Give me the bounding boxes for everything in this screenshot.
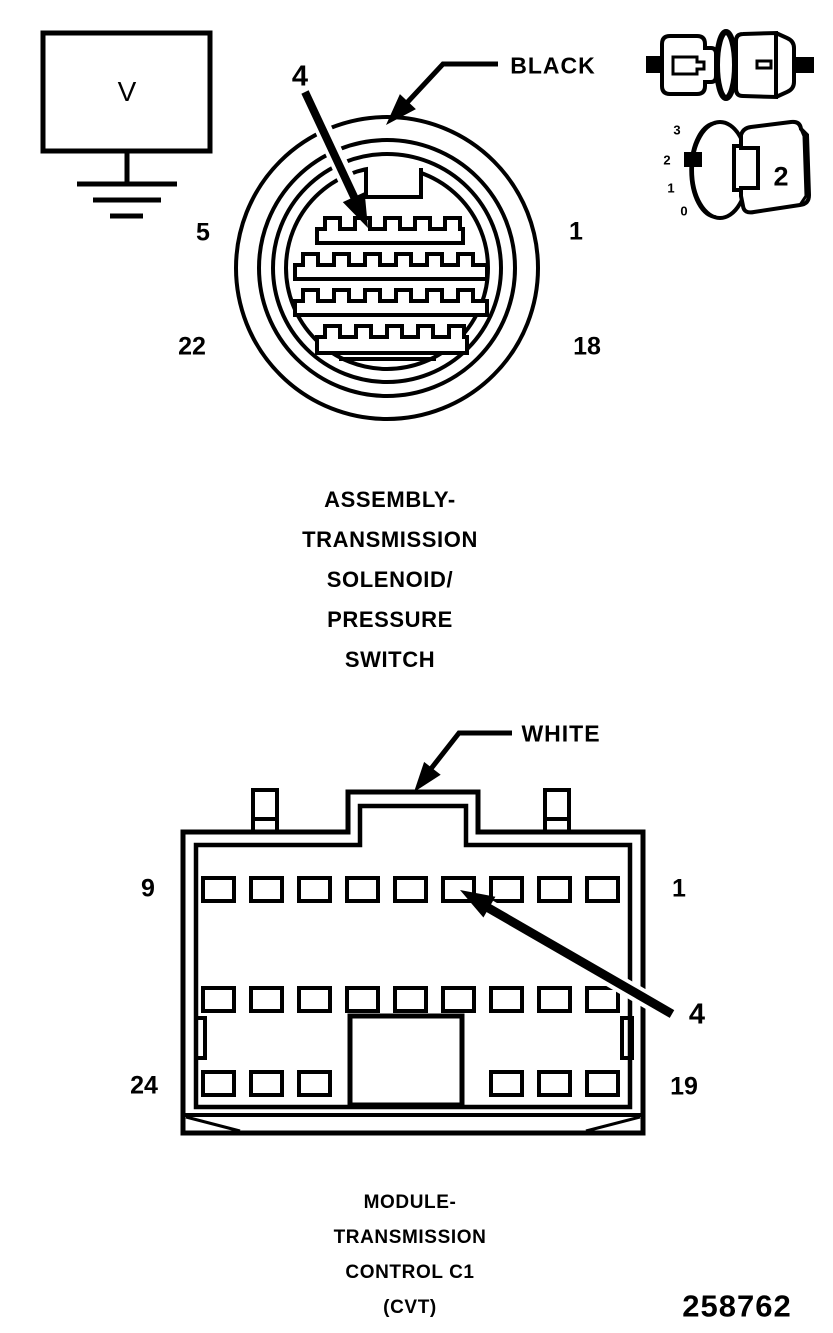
caption-line: PRESSURE: [327, 607, 453, 632]
connector-pair-icon: [646, 29, 814, 101]
terminal-row-4: [315, 324, 469, 355]
white-wire-arrow: [414, 730, 512, 792]
probe-position-tool-icon: [684, 119, 812, 220]
caption-line: TRANSMISSION: [333, 1227, 487, 1248]
tool-tick-1: 1: [667, 180, 675, 196]
caption-line: (CVT): [383, 1297, 437, 1318]
caption-line: SOLENOID/: [326, 567, 454, 592]
terminal-row-2: [293, 252, 489, 281]
tool-wedge-icon: [739, 119, 812, 215]
keyway-notch: [364, 168, 423, 199]
tool-disc-notch-mask: [731, 145, 753, 193]
pin-label-22: 22: [178, 332, 206, 361]
voltmeter-label: V: [117, 76, 137, 107]
side-notch-right: [620, 1016, 634, 1060]
pin-label-18: 18: [573, 332, 601, 361]
terminal-4-arrow-top: [301, 90, 368, 228]
seal-ring-icon: [714, 29, 738, 101]
tool-wedge-edge: [798, 128, 808, 206]
keyway-mask: [368, 161, 419, 195]
wire-color-label-black: BLACK: [510, 52, 596, 79]
tool-scale-marker: [684, 152, 702, 167]
pin-label-19: 19: [670, 1072, 698, 1101]
figure-number: 258762: [682, 1288, 792, 1324]
connector-ring-2: [257, 138, 517, 398]
housing-base: [185, 1113, 641, 1133]
socket-back-icon: [775, 31, 796, 99]
terminal-callout-bottom: 4: [688, 998, 706, 1031]
terminal-row-3: [293, 288, 489, 317]
connector-ring-3: [271, 152, 503, 384]
rect-connector: [180, 730, 675, 1136]
tool-value-label: 2: [773, 161, 789, 192]
pin-label-5: 5: [196, 218, 210, 247]
tool-tick-2: 2: [663, 152, 671, 168]
terminal-callout-top: 4: [291, 60, 309, 93]
caption-line: TRANSMISSION: [302, 527, 478, 552]
plug-terminal-icon: [671, 55, 706, 76]
top-connector-caption: ASSEMBLY- TRANSMISSION SOLENOID/ PRESSUR…: [190, 480, 590, 680]
wire-color-label-white: WHITE: [521, 720, 601, 747]
black-wire-arrow: [386, 61, 498, 125]
caption-line: SWITCH: [344, 647, 436, 672]
round-connector: [234, 61, 540, 421]
wire-stub-left: [646, 56, 664, 73]
pin-label-1-bottom: 1: [672, 874, 686, 903]
caption-line: MODULE-: [363, 1192, 457, 1213]
pin-label-1-top: 1: [569, 217, 583, 246]
socket-slot-icon: [755, 59, 773, 70]
voltmeter-symbol: [40, 30, 213, 219]
side-notch-left: [194, 1016, 207, 1060]
pin-label-24: 24: [130, 1071, 158, 1100]
ground-icon: [77, 181, 177, 219]
terminal-4-arrow-bottom: [460, 890, 675, 1018]
caption-line: ASSEMBLY-: [324, 487, 456, 512]
tool-tick-0: 0: [680, 203, 688, 219]
wire-stub-right: [794, 57, 814, 73]
terminal-row-1: [315, 216, 465, 245]
center-keyway-opening: [347, 1013, 465, 1108]
bottom-connector-caption: MODULE- TRANSMISSION CONTROL C1 (CVT): [210, 1185, 610, 1325]
tool-tick-3: 3: [673, 122, 681, 138]
tool-disc-rim: [689, 121, 717, 219]
latch-tabs: [251, 788, 571, 834]
pin-label-9: 9: [141, 874, 155, 903]
terminal-rows: [293, 216, 489, 361]
connector-ring-outer: [234, 115, 540, 421]
pin-cavities: [201, 876, 620, 1097]
caption-line: CONTROL C1: [345, 1262, 475, 1283]
